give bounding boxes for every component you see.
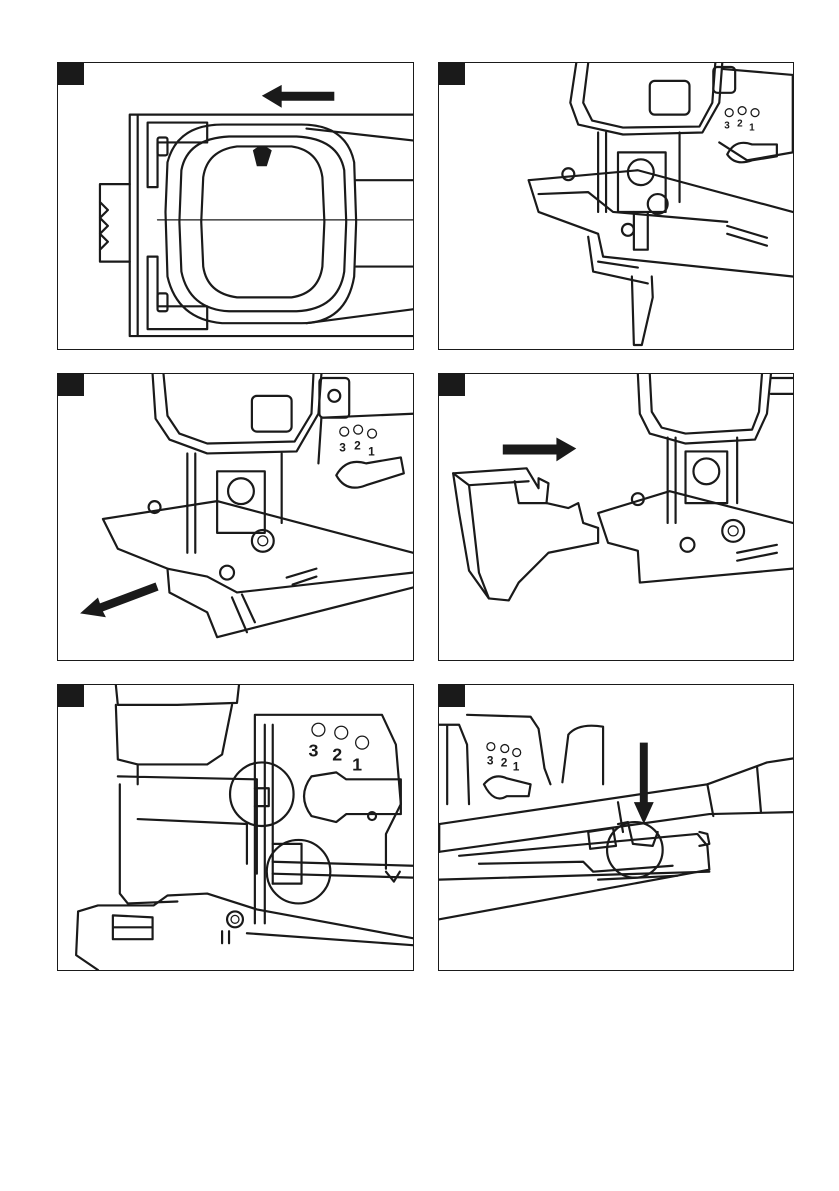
speed-dial-number-1: 1 xyxy=(352,754,362,774)
figure-number-badge xyxy=(58,685,84,707)
speed-dial-number-3: 3 xyxy=(487,753,494,767)
figure-panel-6: 3 2 1 xyxy=(438,684,794,971)
speed-dial-number-2: 2 xyxy=(332,744,342,764)
jigsaw-blade-installed-illustration: 3 2 1 xyxy=(439,63,793,349)
direction-arrow-left xyxy=(262,85,334,108)
figure-panel-4 xyxy=(438,373,794,661)
direction-arrow-down-left xyxy=(80,583,158,618)
speed-dial-number-2: 2 xyxy=(737,119,743,130)
speed-dial-number-2: 2 xyxy=(501,755,508,769)
dust-cover-installation-illustration xyxy=(439,374,793,660)
highlight-circle-lower xyxy=(267,840,331,904)
direction-arrow-down xyxy=(634,743,654,824)
figure-number-badge xyxy=(58,63,84,85)
direction-arrow-right xyxy=(503,438,576,462)
figure-panel-2: 3 2 1 xyxy=(438,62,794,350)
speed-dial-number-1: 1 xyxy=(749,123,755,134)
jigsaw-blade-removal-illustration: 3 2 1 xyxy=(58,374,413,660)
figure-number-badge xyxy=(439,374,465,396)
figure-number-badge xyxy=(439,63,465,85)
figure-panel-1 xyxy=(57,62,414,350)
speed-dial-number-2: 2 xyxy=(354,438,361,452)
speed-dial-number-3: 3 xyxy=(308,740,318,760)
figure-number-badge xyxy=(58,374,84,396)
figure-panel-3: 3 2 1 xyxy=(57,373,414,661)
highlight-circle-upper xyxy=(230,762,294,826)
figure-panel-5: 3 2 1 xyxy=(57,684,414,971)
dust-extraction-adapter-illustration: 3 2 1 xyxy=(439,685,793,970)
speed-dial-number-3: 3 xyxy=(339,440,346,454)
speed-dial-number-1: 1 xyxy=(513,759,520,773)
dust-cover-detail-illustration: 3 2 1 xyxy=(58,685,413,970)
speed-dial-number-3: 3 xyxy=(724,121,730,132)
jigsaw-base-top-view-illustration xyxy=(58,63,413,349)
figure-number-badge xyxy=(439,685,465,707)
speed-dial-number-1: 1 xyxy=(368,444,375,458)
